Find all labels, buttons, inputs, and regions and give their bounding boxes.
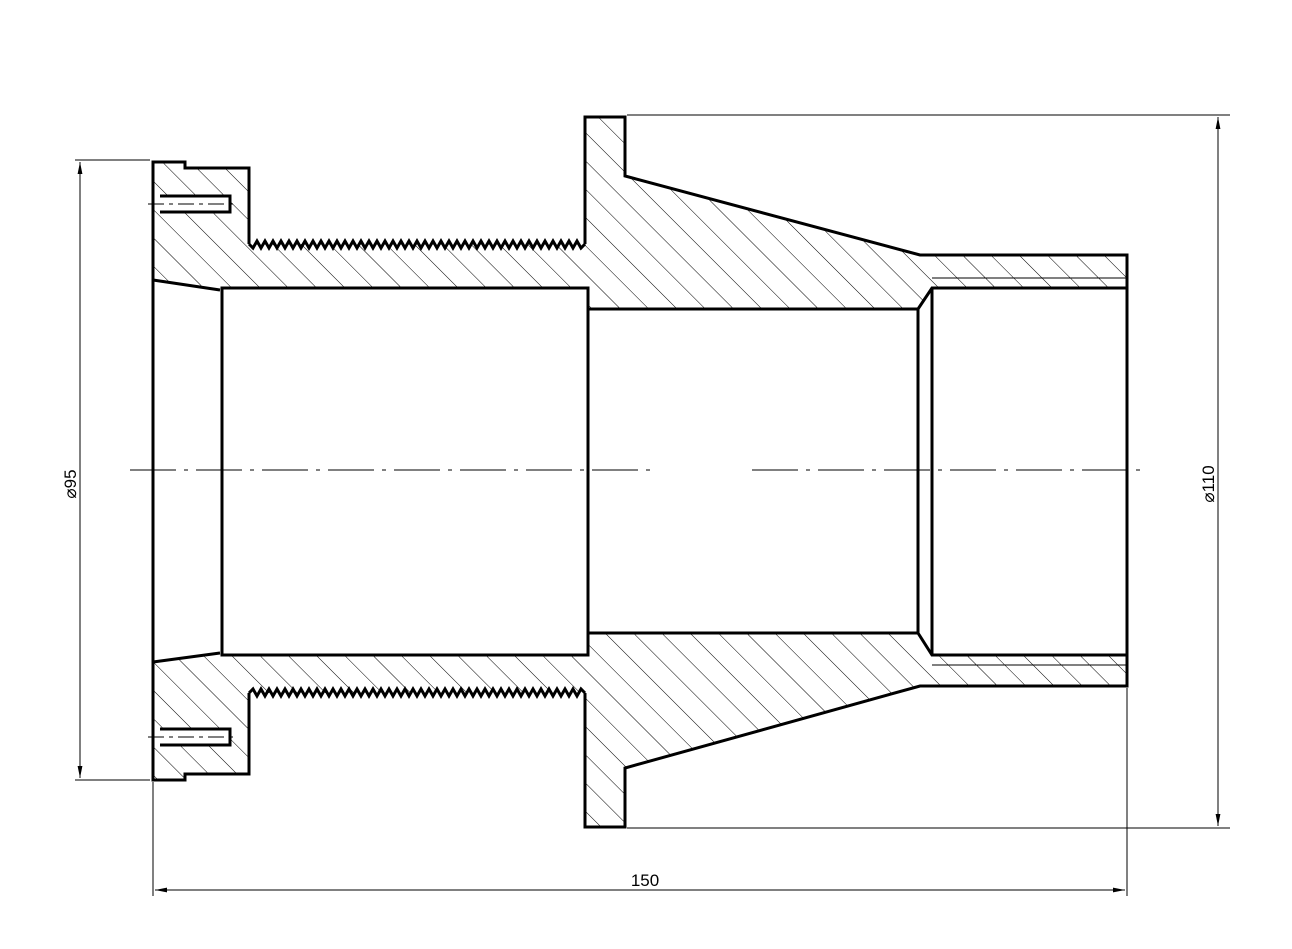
dimension-label-95: ⌀95	[61, 469, 80, 498]
dimension-diameter-left: ⌀95	[61, 159, 150, 781]
dimension-label-110: ⌀110	[1199, 465, 1218, 502]
section-hatching-bottom	[153, 633, 1127, 827]
section-hatching-top	[153, 117, 1127, 309]
outer-contour-bottom	[151, 655, 1129, 829]
dimension-label-150: 150	[631, 871, 659, 890]
pin-hole-bottom	[148, 727, 234, 747]
pin-hole-top	[148, 194, 234, 214]
dimension-diameter-right: ⌀110	[627, 114, 1230, 829]
outer-contour-top	[151, 115, 1129, 288]
inner-bore	[151, 277, 1129, 666]
dimension-length-bottom: 150	[152, 688, 1128, 896]
